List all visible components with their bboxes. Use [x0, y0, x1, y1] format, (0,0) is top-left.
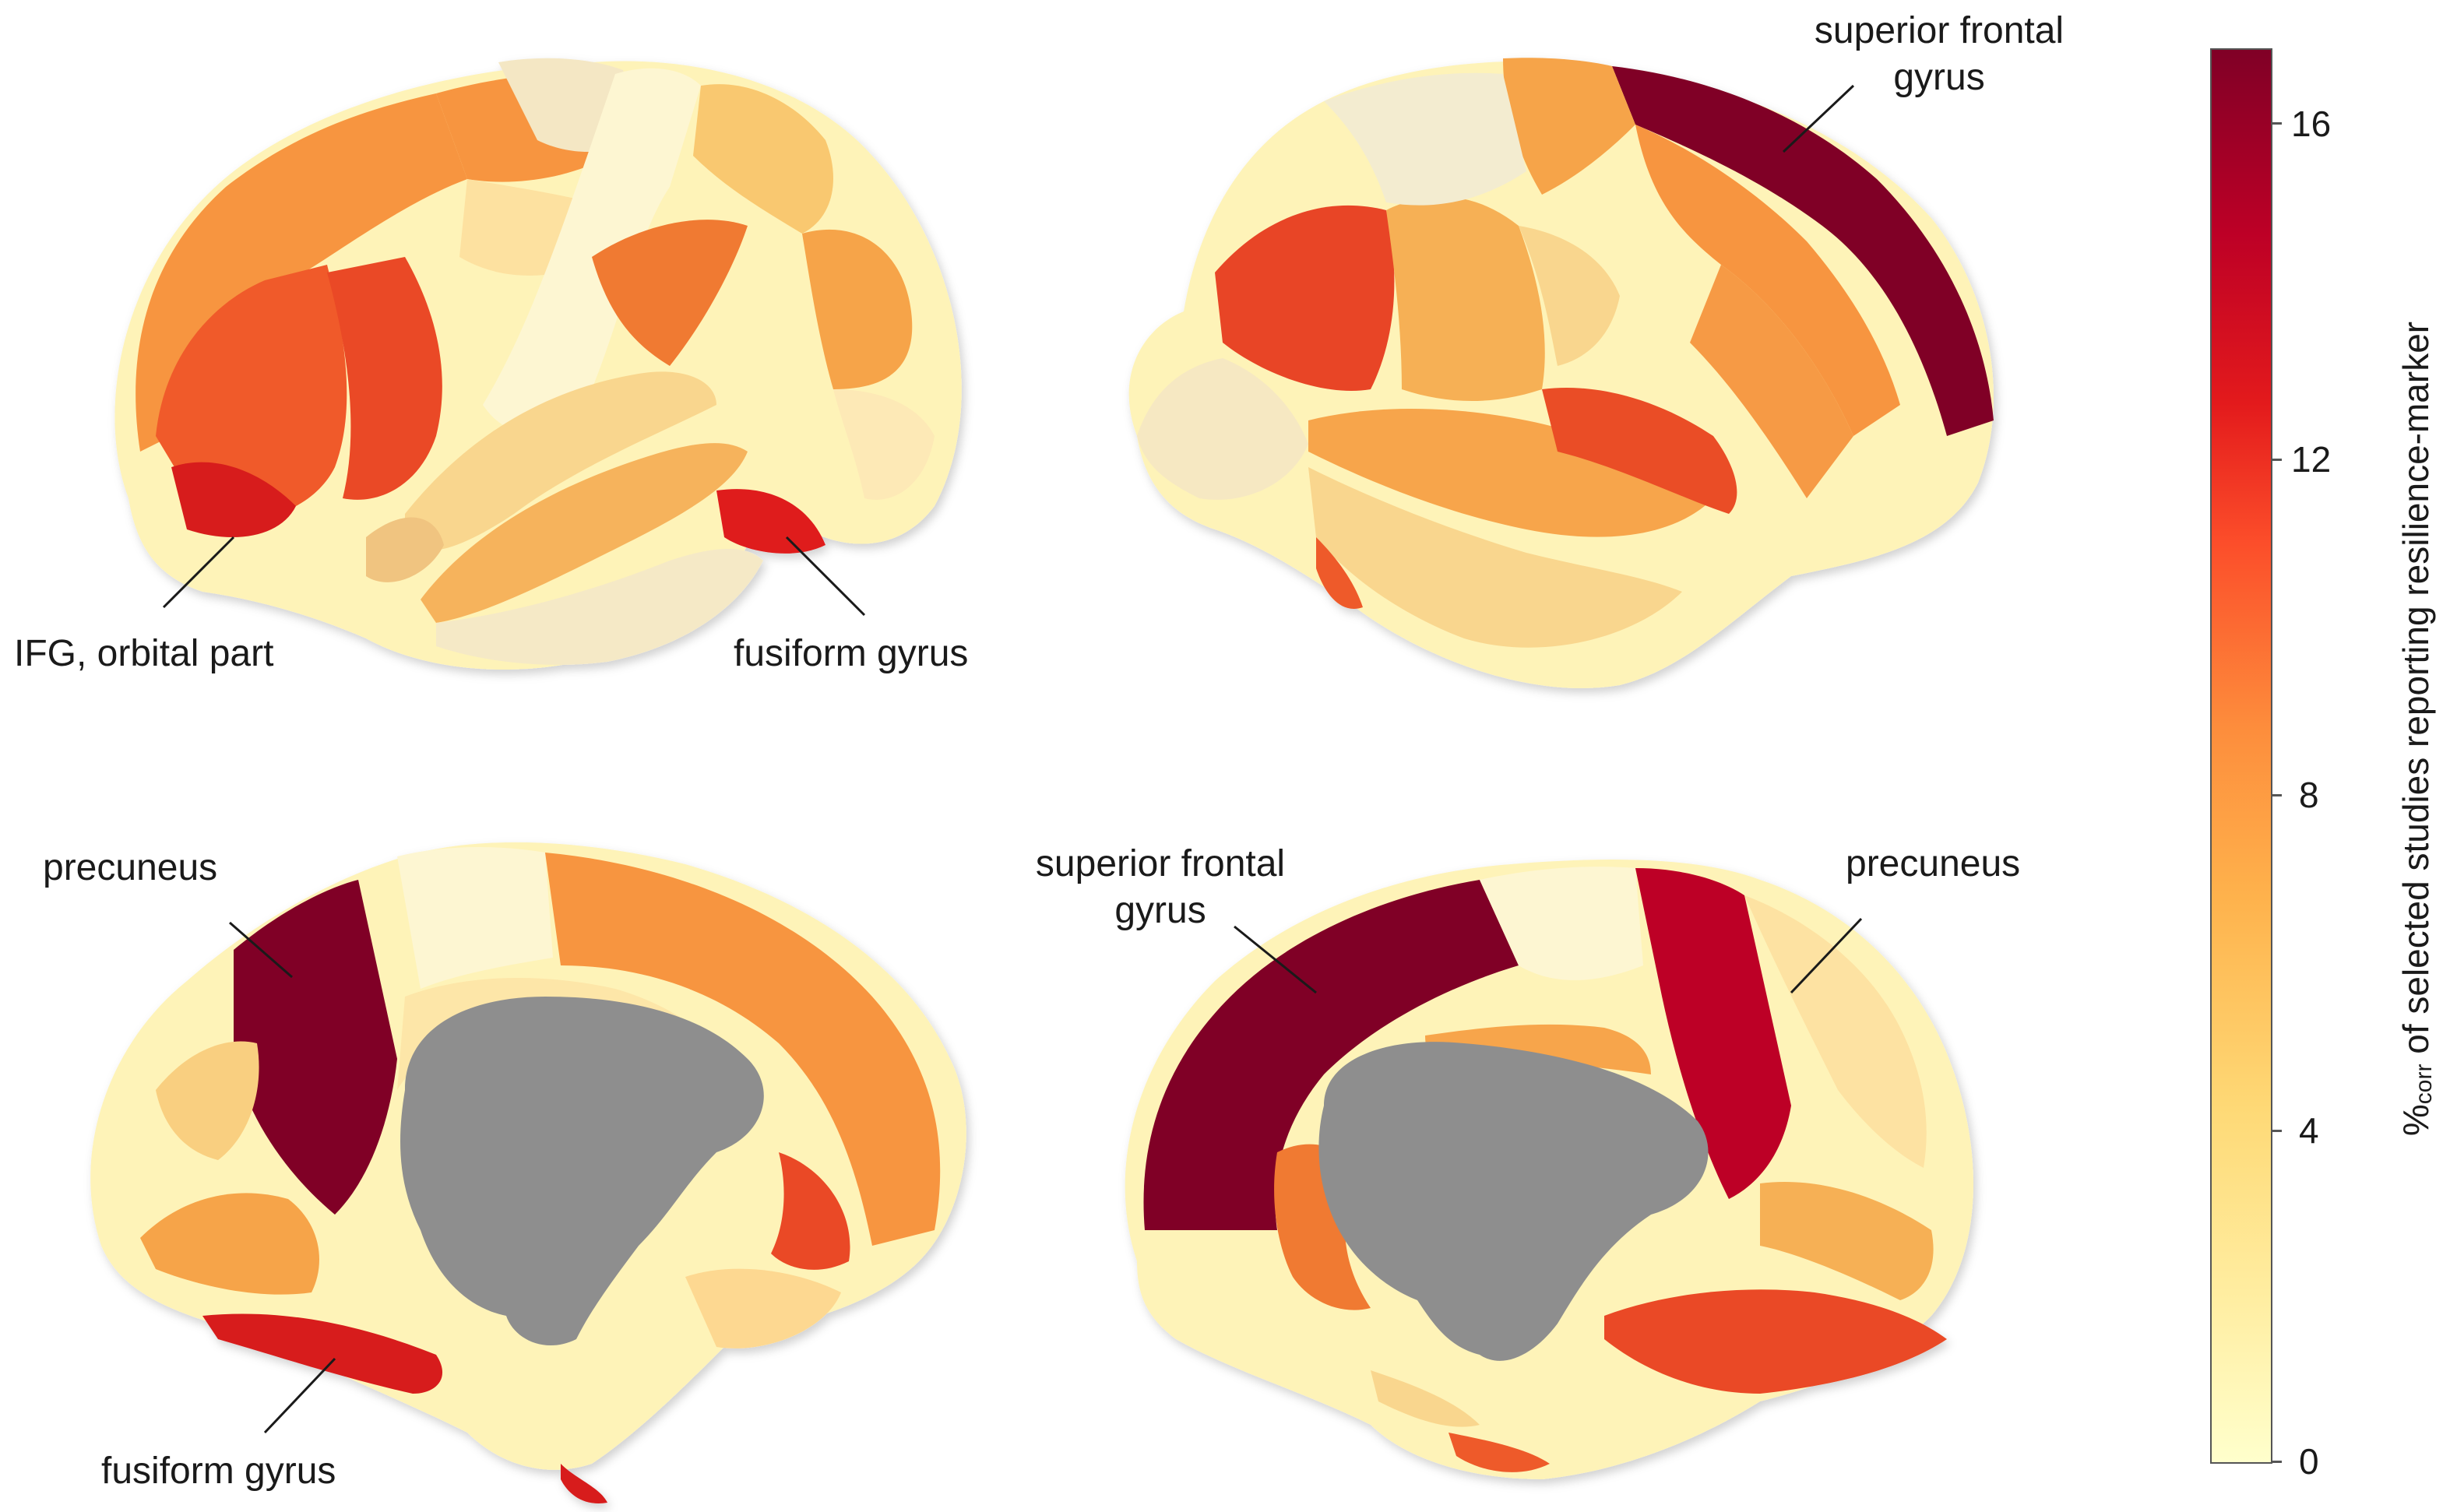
label-sfg-tr-line1: superior frontal: [1814, 10, 2065, 51]
label-fusiform-tl: fusiform gyrus: [734, 633, 969, 674]
colorbar-tick-mark-4: [2272, 1130, 2282, 1132]
colorbar-title: %corr of selected studies reporting resi…: [2395, 28, 2441, 1429]
label-precuneus-bl: precuneus: [43, 847, 218, 888]
colorbar-tick-mark-16: [2272, 122, 2282, 125]
colorbar-tick-12: 12: [2291, 439, 2332, 480]
colorbar-tick-mark-12: [2272, 459, 2282, 461]
label-sfg-br: superior frontal gyrus: [1005, 841, 1316, 934]
colorbar-title-suffix: of selected studies reporting resilience…: [2395, 321, 2436, 1064]
label-fusiform-bl: fusiform gyrus: [101, 1450, 336, 1492]
brain-medial-left: [90, 842, 966, 1503]
label-sfg-tr: superior frontal gyrus: [1791, 8, 2087, 101]
leader-lines: [162, 84, 1863, 1434]
colorbar-title-sub: corr: [2411, 1064, 2437, 1105]
colorbar-tick-8: 8: [2299, 775, 2319, 815]
leader-sfg-tr: [1782, 84, 1855, 153]
leader-sfg-br: [1234, 925, 1317, 994]
label-ifg-orbital: IFG, orbital part: [14, 633, 274, 674]
leader-precuneus-bl: [229, 921, 293, 979]
brain-lateral-left: [114, 58, 962, 670]
colorbar-title-prefix: %: [2395, 1104, 2436, 1137]
brain-medial-right: [1125, 860, 1973, 1479]
leader-fusiform-bl: [263, 1357, 336, 1434]
leader-fusiform-tl: [785, 536, 866, 617]
label-precuneus-br: precuneus: [1846, 843, 2021, 884]
colorbar-tick-4: 4: [2299, 1110, 2319, 1151]
leader-precuneus-br: [1790, 917, 1863, 994]
colorbar-tick-mark-0: [2272, 1461, 2282, 1463]
label-sfg-tr-line2: gyrus: [1893, 57, 1985, 98]
colorbar-tick-0: 0: [2299, 1441, 2319, 1482]
colorbar: [2210, 48, 2272, 1464]
label-sfg-br-line1: superior frontal: [1035, 843, 1286, 884]
leader-ifg-orbital: [162, 536, 235, 609]
colorbar-tick-mark-8: [2272, 794, 2282, 796]
brain-lateral-right: [1128, 58, 1994, 688]
brain-figure: [90, 58, 1994, 1503]
label-sfg-br-line2: gyrus: [1114, 890, 1206, 931]
colorbar-tick-16: 16: [2291, 104, 2332, 144]
